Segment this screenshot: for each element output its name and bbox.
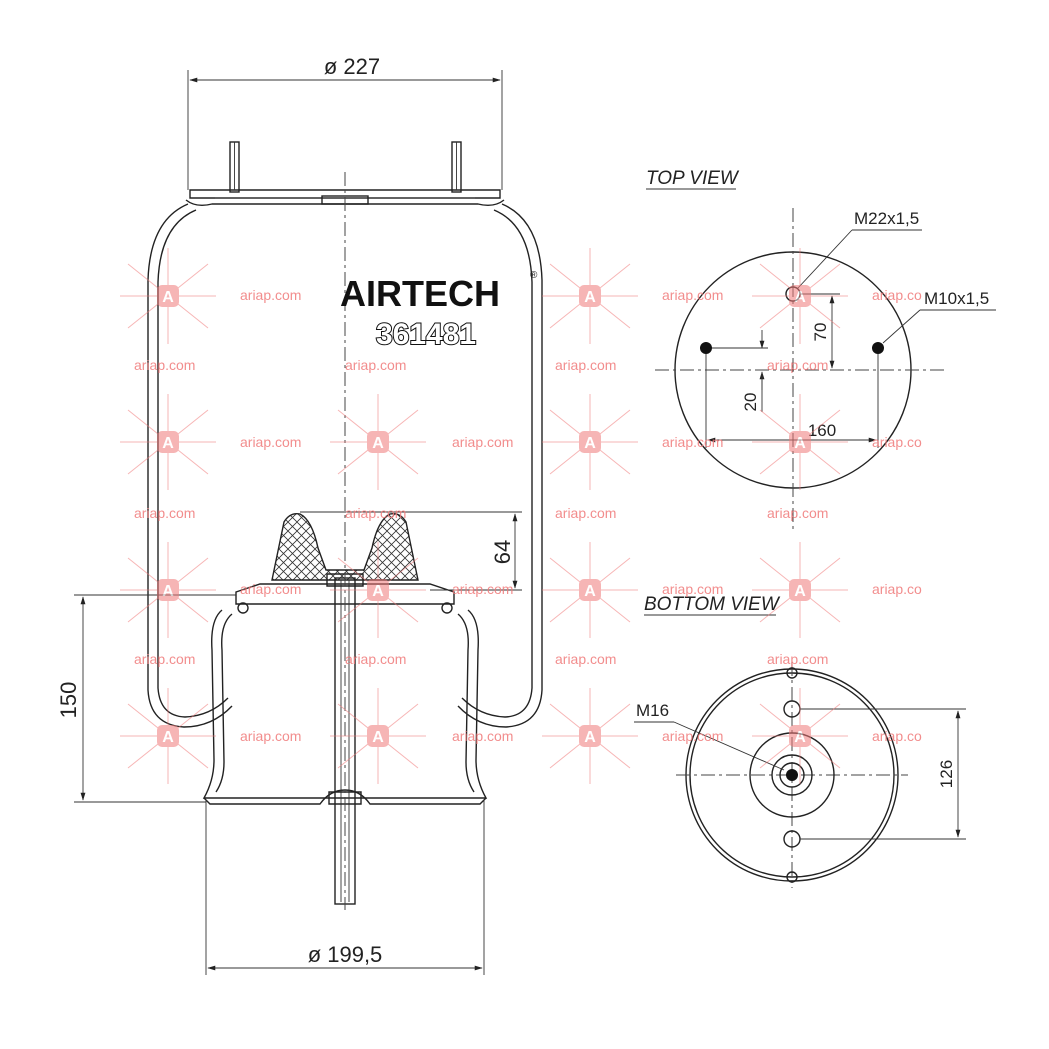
- watermark-text: ariap.co: [872, 581, 922, 597]
- watermark-text: ariap.com: [452, 434, 513, 450]
- watermark-text: ariap.com: [345, 651, 406, 667]
- watermark-logo: A: [330, 688, 426, 784]
- svg-text:A: A: [794, 583, 806, 600]
- height-150-label: 150: [56, 682, 81, 719]
- top-view: TOP VIEW M22x1,5 M10x1,5 70 20 160: [646, 168, 996, 532]
- svg-text:A: A: [162, 289, 174, 306]
- brand-logo-text: AIRTECH: [340, 273, 500, 314]
- svg-text:A: A: [162, 729, 174, 746]
- watermark-logo: A: [120, 248, 216, 344]
- watermark-text: ariap.com: [555, 651, 616, 667]
- watermark-logo: A: [120, 542, 216, 638]
- side-thread-hole-right: [872, 342, 884, 354]
- watermark-text: ariap.com: [134, 651, 195, 667]
- watermark-logo: A: [542, 248, 638, 344]
- watermark-logo: A: [752, 542, 848, 638]
- watermark-text: ariap.com: [240, 581, 301, 597]
- svg-text:A: A: [372, 435, 384, 452]
- svg-text:A: A: [372, 583, 384, 600]
- watermark-text: ariap.com: [240, 287, 301, 303]
- watermark-text: ariap.com: [240, 434, 301, 450]
- watermark-text: ariap.com: [662, 287, 723, 303]
- watermark-text: ariap.com: [662, 434, 723, 450]
- top-diameter-label: ø 227: [324, 54, 380, 79]
- watermark-logo: A: [330, 542, 426, 638]
- watermark-text: ariap.co: [872, 434, 922, 450]
- dim-height-64: 64: [300, 511, 522, 591]
- svg-text:A: A: [794, 729, 806, 746]
- watermark-logo: A: [752, 394, 848, 490]
- watermark-text: ariap.com: [452, 728, 513, 744]
- svg-text:A: A: [584, 729, 596, 746]
- watermark-text: ariap.co: [872, 728, 922, 744]
- dim-160-label: 160: [808, 421, 836, 440]
- dim-20-label: 20: [741, 393, 760, 412]
- watermark-text: ariap.com: [767, 357, 828, 373]
- dim-bottom-diameter: ø 199,5: [205, 800, 485, 975]
- watermark-text: ariap.com: [555, 357, 616, 373]
- m16-thread: [786, 769, 798, 781]
- svg-text:A: A: [162, 583, 174, 600]
- watermark-logo: A: [120, 394, 216, 490]
- svg-text:A: A: [162, 435, 174, 452]
- svg-text:A: A: [584, 583, 596, 600]
- watermark-text: ariap.com: [240, 728, 301, 744]
- bump-stop: [271, 512, 419, 581]
- watermark-logo: A: [542, 542, 638, 638]
- watermark-text: ariap.com: [555, 505, 616, 521]
- registered-mark: ®: [530, 270, 538, 281]
- side-view: ø 227 ø 199,5 150 64 AIRTECH ® 361481: [56, 54, 543, 975]
- watermark-text: ariap.com: [134, 357, 195, 373]
- watermark-logo: A: [752, 248, 848, 344]
- watermark-text: ariap.com: [345, 505, 406, 521]
- dim-70-label: 70: [811, 323, 830, 342]
- part-number: 361481: [376, 318, 476, 351]
- watermark-text: ariap.com: [662, 581, 723, 597]
- center-thread-label: M22x1,5: [854, 209, 919, 228]
- side-thread-hole-left: [700, 342, 712, 354]
- svg-text:A: A: [584, 435, 596, 452]
- height-64-label: 64: [490, 540, 515, 564]
- bottom-diameter-label: ø 199,5: [308, 942, 383, 967]
- svg-text:A: A: [794, 435, 806, 452]
- dim-top-diameter: ø 227: [187, 54, 503, 190]
- svg-text:A: A: [584, 289, 596, 306]
- watermark-text: ariap.com: [767, 651, 828, 667]
- bellow: [147, 203, 543, 728]
- side-thread-label: M10x1,5: [924, 289, 989, 308]
- bottom-view-title: BOTTOM VIEW: [644, 594, 781, 615]
- watermark-logo: A: [542, 688, 638, 784]
- watermark-text: ariap.com: [452, 581, 513, 597]
- watermark-text: ariap.com: [662, 728, 723, 744]
- dim-height-150: 150: [56, 594, 236, 803]
- watermark-logo: A: [330, 394, 426, 490]
- watermark-text: ariap.com: [345, 357, 406, 373]
- watermark-logo: A: [120, 688, 216, 784]
- watermark-logo: A: [542, 394, 638, 490]
- svg-text:A: A: [372, 729, 384, 746]
- top-view-title: TOP VIEW: [646, 168, 740, 189]
- watermark-text: ariap.com: [134, 505, 195, 521]
- dim-126-label: 126: [937, 760, 956, 788]
- m16-label: M16: [636, 701, 669, 720]
- watermark-text: ariap.com: [767, 505, 828, 521]
- watermark-text: ariap.co: [872, 287, 922, 303]
- bottom-view: BOTTOM VIEW M16 126: [634, 594, 966, 888]
- svg-text:A: A: [794, 289, 806, 306]
- mounting-studs: [229, 141, 462, 193]
- watermark-logo: A: [752, 688, 848, 784]
